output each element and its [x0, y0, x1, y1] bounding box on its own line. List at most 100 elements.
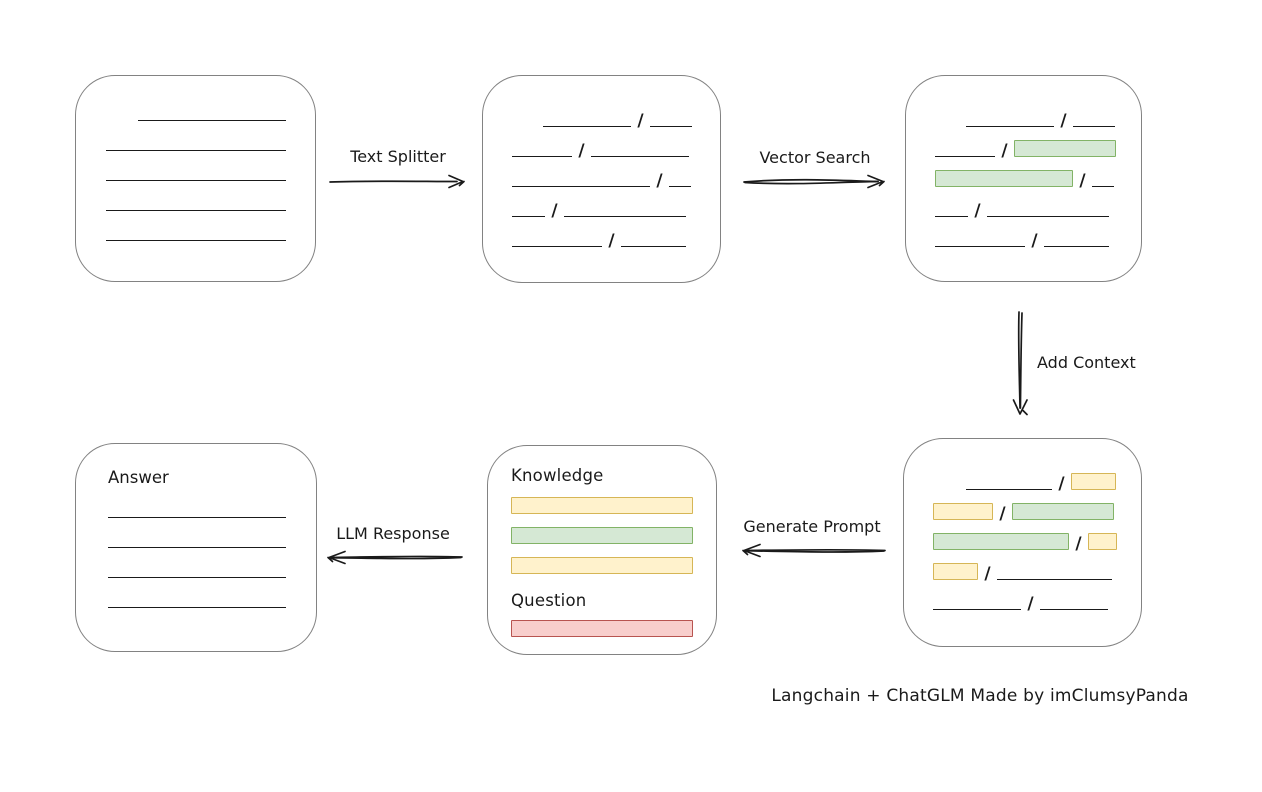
text-line [1073, 126, 1115, 127]
text-splitter-arrow-icon [329, 174, 465, 189]
slash-separator: / [1001, 141, 1008, 161]
text-line [543, 126, 631, 127]
llm-response-label: LLM Response [336, 524, 450, 543]
vector-search-step: Vector Search [742, 148, 888, 192]
text-line [1044, 246, 1109, 247]
slash-separator: / [1079, 171, 1086, 191]
slash-separator: / [999, 504, 1006, 524]
text-line [591, 156, 689, 157]
generate-prompt-arrow-icon [742, 543, 886, 558]
green-highlight-chunk [1012, 503, 1114, 520]
prompt-box: Knowledge Question [487, 445, 717, 655]
text-line [1040, 609, 1108, 610]
slash-separator: / [1058, 474, 1065, 494]
slash-separator: / [1060, 111, 1067, 131]
text-line [512, 216, 545, 217]
slash-separator: / [551, 201, 558, 221]
llm-response-step: LLM Response [322, 524, 464, 568]
answer-box: Answer [75, 443, 317, 652]
slash-separator: / [578, 141, 585, 161]
chunk-row: / [935, 127, 1117, 161]
green-highlight-chunk [1014, 140, 1116, 157]
add-context-arrow-icon [1012, 311, 1028, 416]
text-line [108, 518, 286, 548]
text-line [108, 578, 286, 608]
text-line [987, 216, 1109, 217]
text-line [935, 216, 968, 217]
green-chunk-bar [511, 527, 693, 544]
text-splitter-step: Text Splitter [328, 147, 468, 191]
chunk-row: / [933, 520, 1117, 554]
text-line [966, 126, 1054, 127]
answer-label: Answer [108, 468, 169, 487]
source-document-box [75, 75, 316, 282]
context-chunks-rows: ///// [933, 460, 1117, 614]
yellow-highlight-chunk [933, 503, 993, 520]
split-text-box: / / / / / [482, 75, 721, 283]
split-text-rows: / / / / / [512, 97, 696, 251]
yellow-highlight-chunk [1071, 473, 1116, 490]
text-line [106, 181, 286, 211]
add-context-label: Add Context [1037, 353, 1136, 372]
chunk-row: / [933, 490, 1117, 524]
knowledge-label: Knowledge [511, 466, 604, 485]
chunk-row: / [935, 217, 1117, 251]
chunk-row: / [935, 187, 1117, 221]
text-line [935, 156, 995, 157]
slash-separator: / [656, 171, 663, 191]
slash-separator: / [974, 201, 981, 221]
question-label: Question [511, 591, 587, 610]
vector-search-arrow-icon [743, 174, 885, 189]
answer-lines [76, 444, 316, 608]
slash-separator: / [637, 111, 644, 131]
text-line [564, 216, 686, 217]
prompt-inner: Knowledge Question [488, 446, 716, 637]
context-chunks-box: ///// [903, 438, 1142, 647]
chunk-row: / [512, 127, 696, 161]
yellow-chunk-bar [511, 497, 693, 514]
chunk-row: / [512, 217, 696, 251]
text-line [933, 609, 1021, 610]
text-line [106, 121, 286, 151]
document-lines [76, 76, 315, 241]
vector-search-label: Vector Search [759, 148, 871, 167]
text-line [1092, 186, 1114, 187]
yellow-highlight-chunk [933, 563, 978, 580]
slash-separator: / [1027, 594, 1034, 614]
text-line [621, 246, 686, 247]
slash-separator: / [1075, 534, 1082, 554]
text-splitter-label: Text Splitter [350, 147, 446, 166]
text-line [966, 489, 1052, 490]
chunk-row: / [935, 157, 1117, 191]
slash-separator: / [1031, 231, 1038, 251]
text-line [108, 488, 286, 518]
vector-matches-rows: / / / / / [935, 97, 1117, 251]
slash-separator: / [608, 231, 615, 251]
text-line [138, 91, 286, 121]
generate-prompt-label: Generate Prompt [743, 517, 881, 536]
yellow-chunk-bar [511, 557, 693, 574]
chunk-row: / [935, 97, 1117, 131]
text-line [512, 246, 602, 247]
chunk-row: / [512, 157, 696, 191]
chunk-row: / [512, 187, 696, 221]
green-highlight-chunk [935, 170, 1073, 187]
vector-matches-box: / / / / / [905, 75, 1142, 282]
text-line [106, 211, 286, 241]
text-line [512, 156, 572, 157]
text-line [512, 186, 650, 187]
text-line [669, 186, 691, 187]
text-line [650, 126, 692, 127]
chunk-row: / [933, 580, 1117, 614]
chunk-row: / [933, 460, 1117, 494]
text-line [997, 579, 1112, 580]
footer-caption: Langchain + ChatGLM Made by imClumsyPand… [771, 686, 1189, 706]
red-chunk-bar [511, 620, 693, 637]
chunk-row: / [512, 97, 696, 131]
text-line [108, 548, 286, 578]
yellow-highlight-chunk [1088, 533, 1117, 550]
chunk-row: / [933, 550, 1117, 583]
text-line [106, 151, 286, 181]
text-line [935, 246, 1025, 247]
